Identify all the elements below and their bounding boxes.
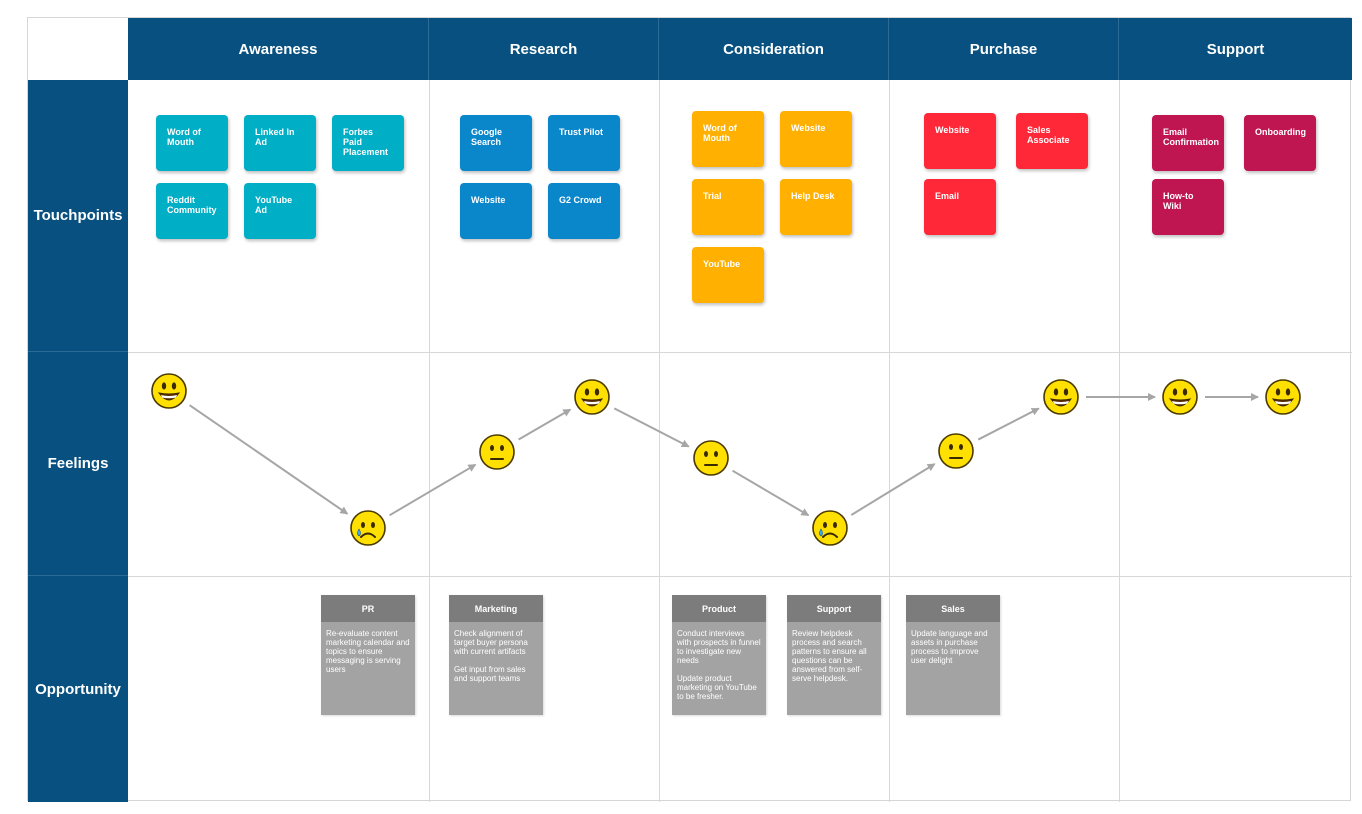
opportunity-text: Review helpdesk process and search patte…	[792, 629, 867, 683]
neutral-face-icon	[693, 440, 729, 476]
column-header-awareness: Awareness	[128, 18, 429, 80]
touchpoint-note[interactable]: How-to Wiki	[1152, 179, 1224, 235]
row-header-opportunity: Opportunity	[28, 576, 128, 802]
column-divider	[889, 80, 890, 802]
feeling-arrow	[850, 463, 936, 516]
opportunity-text: Re-evaluate content marketing calendar a…	[326, 629, 410, 674]
sad-face-icon	[350, 510, 386, 546]
touchpoint-note[interactable]: G2 Crowd	[548, 183, 620, 239]
touchpoint-note[interactable]: Word of Mouth	[156, 115, 228, 171]
corner-cell	[28, 18, 128, 80]
opportunity-title: Product	[672, 595, 766, 622]
opportunity-text: Conduct interviews with prospects in fun…	[677, 629, 761, 665]
feeling-arrow	[613, 407, 690, 448]
row-divider	[128, 352, 1352, 353]
column-header-support: Support	[1119, 18, 1352, 80]
touchpoint-note[interactable]: YouTube	[692, 247, 764, 303]
opportunity-card: Marketing Check alignment of target buye…	[449, 595, 543, 715]
touchpoint-note[interactable]: Google Search	[460, 115, 532, 171]
touchpoint-note[interactable]: Website	[924, 113, 996, 169]
touchpoint-note[interactable]: Website	[780, 111, 852, 167]
neutral-face-icon	[479, 434, 515, 470]
opportunity-card: PR Re-evaluate content marketing calenda…	[321, 595, 415, 715]
opportunity-title: Sales	[906, 595, 1000, 622]
touchpoint-note[interactable]: Email Confirmation	[1152, 115, 1224, 171]
happy-face-icon	[1043, 379, 1079, 415]
opportunity-text: Check alignment of target buyer persona …	[454, 629, 528, 656]
touchpoint-note[interactable]: Trial	[692, 179, 764, 235]
opportunity-text: Update product marketing on YouTube to b…	[677, 674, 757, 701]
column-header-purchase: Purchase	[889, 18, 1119, 80]
touchpoint-note[interactable]: YouTube Ad	[244, 183, 316, 239]
opportunity-card: Product Conduct interviews with prospect…	[672, 595, 766, 715]
opportunity-title: Marketing	[449, 595, 543, 622]
column-divider	[1119, 80, 1120, 802]
feeling-arrow	[189, 404, 349, 515]
happy-face-icon	[1265, 379, 1301, 415]
row-divider	[128, 576, 1352, 577]
column-header-research: Research	[429, 18, 659, 80]
happy-face-icon	[1162, 379, 1198, 415]
feeling-arrow	[977, 407, 1040, 441]
touchpoint-note[interactable]: Word of Mouth	[692, 111, 764, 167]
opportunity-text: Update language and assets in purchase p…	[911, 629, 988, 665]
touchpoint-note[interactable]: Sales Associate	[1016, 113, 1088, 169]
touchpoint-note[interactable]: Linked In Ad	[244, 115, 316, 171]
opportunity-title: PR	[321, 595, 415, 622]
opportunity-card: Sales Update language and assets in purc…	[906, 595, 1000, 715]
touchpoint-note[interactable]: Website	[460, 183, 532, 239]
touchpoint-note[interactable]: Reddit Community	[156, 183, 228, 239]
feeling-arrow	[732, 469, 810, 517]
column-header-consideration: Consideration	[659, 18, 889, 80]
opportunity-title: Support	[787, 595, 881, 622]
touchpoint-note[interactable]: Onboarding	[1244, 115, 1316, 171]
feeling-arrow	[389, 463, 477, 517]
sad-face-icon	[812, 510, 848, 546]
row-header-touchpoints: Touchpoints	[28, 80, 128, 352]
journey-map-board: Awareness Research Consideration Purchas…	[27, 17, 1352, 802]
column-divider	[659, 80, 660, 802]
touchpoint-note[interactable]: Email	[924, 179, 996, 235]
row-header-feelings: Feelings	[28, 352, 128, 576]
opportunity-card: Support Review helpdesk process and sear…	[787, 595, 881, 715]
happy-face-icon	[151, 373, 187, 409]
happy-face-icon	[574, 379, 610, 415]
touchpoint-note[interactable]: Forbes Paid Placement	[332, 115, 404, 171]
column-divider	[429, 80, 430, 802]
opportunity-text: Get input from sales and support teams	[454, 665, 526, 683]
feeling-arrow	[518, 408, 572, 441]
touchpoint-note[interactable]: Trust Pilot	[548, 115, 620, 171]
touchpoint-note[interactable]: Help Desk	[780, 179, 852, 235]
neutral-face-icon	[938, 433, 974, 469]
